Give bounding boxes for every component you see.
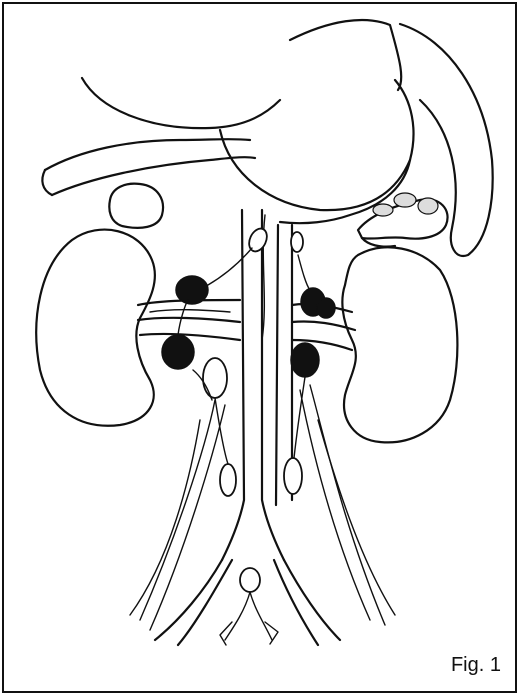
left-adrenal	[109, 184, 163, 228]
left-kidney	[36, 230, 155, 426]
dark-lymph-nodes	[162, 276, 335, 377]
right-kidney	[342, 247, 457, 442]
great-vessels	[222, 210, 292, 560]
stomach-outline	[82, 20, 493, 256]
open-lymph-nodes	[203, 226, 303, 592]
figure-caption: Fig. 1	[451, 654, 501, 677]
pelvic-branches	[220, 592, 278, 645]
left-renal-vessels	[138, 300, 240, 340]
